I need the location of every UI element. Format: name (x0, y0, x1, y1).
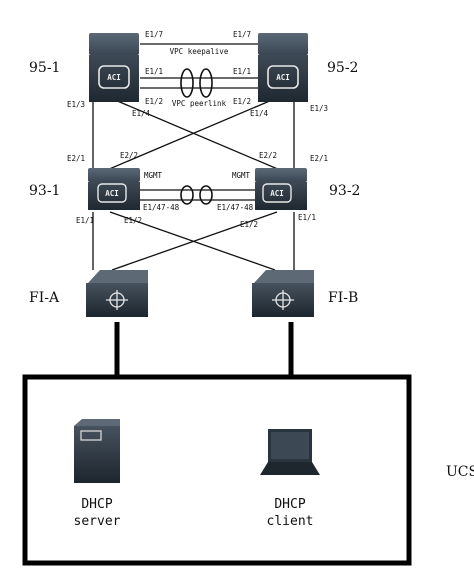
node-label-fi-a: FI-A (29, 290, 60, 306)
port-label: E1/2 (233, 97, 251, 106)
dhcp-client-label-line1: DHCP (274, 497, 305, 512)
switch-body (258, 55, 308, 102)
fabric-links (92, 43, 295, 271)
switch-top (255, 168, 307, 182)
port-label: MGMT (144, 171, 163, 180)
dhcp-server-label-line1: DHCP (81, 497, 112, 512)
aci-badge (262, 183, 292, 203)
dhcp-client-label-line2: client (267, 514, 314, 529)
bundle-ellipses (180, 68, 213, 205)
leaf-bundle-left (180, 185, 194, 205)
aci-badge-text: ACI (276, 73, 290, 82)
port-label: E1/4 (132, 109, 151, 118)
fabric-interconnect-b (252, 270, 314, 317)
spine-switch-95-1: ACI (89, 33, 139, 102)
leaf-bundle-right (199, 185, 213, 205)
aci-badge-text: ACI (105, 189, 119, 198)
fi-top (88, 270, 148, 283)
port-label: E1/2 (240, 220, 258, 229)
port-label: E2/1 (310, 154, 328, 163)
vpc-keepalive-label: VPC keepalive (170, 47, 229, 56)
fabric-interconnect-a (86, 270, 148, 317)
leaf-switch-93-2: ACI (255, 168, 307, 210)
fi-b-symbol-icon (272, 290, 294, 310)
link-l1-fib (109, 211, 276, 271)
spine-switch-95-2: ACI (258, 33, 308, 102)
port-label: E1/2 (124, 216, 142, 225)
aci-badge (98, 65, 130, 89)
link-l2-fia (111, 211, 278, 271)
node-label-93-2: 93-2 (329, 183, 360, 199)
switch-top (88, 168, 140, 182)
link-s1-l2 (114, 99, 281, 171)
port-label: E1/1 (233, 67, 251, 76)
leaf-switch-93-1: ACI (88, 168, 140, 210)
aci-badge-text: ACI (270, 189, 284, 198)
port-label: E1/47-48 (143, 203, 180, 212)
port-label: MGMT (232, 171, 251, 180)
node-label-93-1: 93-1 (29, 183, 60, 199)
port-label: E1/2 (145, 97, 163, 106)
aci-badge (267, 65, 299, 89)
dhcp-server-label-line2: server (74, 514, 121, 529)
dhcp-client-laptop-icon (260, 429, 320, 475)
fi-a-symbol-icon (106, 290, 128, 310)
port-label: E1/47-48 (217, 203, 254, 212)
aci-badge-text: ACI (107, 73, 121, 82)
port-label: E1/1 (145, 67, 163, 76)
port-label: E1/7 (145, 30, 163, 39)
link-s2-l1 (106, 99, 273, 171)
ucs-label: UCS (446, 464, 474, 480)
port-label: E1/4 (250, 109, 269, 118)
node-label-95-1: 95-1 (29, 60, 60, 76)
port-label: E1/1 (298, 213, 316, 222)
peerlink-bundle-right (199, 68, 213, 98)
port-label: E2/2 (259, 151, 277, 160)
switch-top (258, 33, 308, 55)
switch-top (89, 33, 139, 55)
node-label-95-2: 95-2 (327, 60, 358, 76)
vpc-peerlink-label: VPC peerlink (172, 99, 227, 108)
port-label: E1/3 (310, 104, 328, 113)
port-label: E1/1 (76, 216, 94, 225)
dhcp-server-icon (74, 419, 120, 483)
port-label: E1/3 (67, 100, 85, 109)
fi-top (254, 270, 314, 283)
port-label: E1/7 (233, 30, 251, 39)
peerlink-bundle-left (180, 68, 194, 98)
ucs-chassis-box (22, 374, 412, 566)
port-label: E2/2 (120, 151, 138, 160)
port-label: E2/1 (67, 154, 85, 163)
node-label-fi-b: FI-B (328, 290, 358, 306)
switch-body (89, 55, 139, 102)
switch-body (88, 182, 140, 210)
aci-badge (97, 183, 127, 203)
